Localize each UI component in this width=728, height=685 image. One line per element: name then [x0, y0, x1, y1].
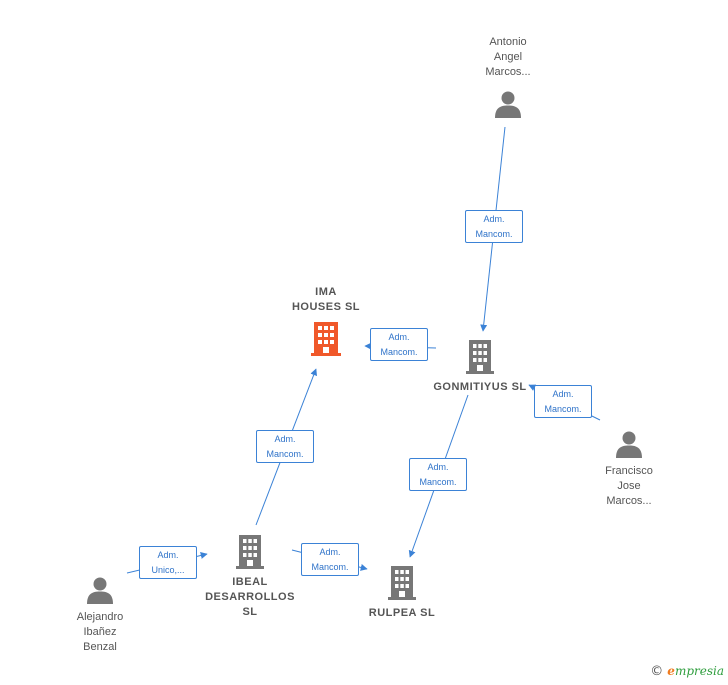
person-icon: [495, 91, 521, 118]
building-icon: [466, 340, 494, 374]
edge-label-antonio-gonmitiyus[interactable]: Adm. Mancom.: [465, 210, 523, 243]
node-gonmitiyus-label: GONMITIYUS SL: [433, 381, 527, 393]
brand-name: mpresia: [674, 664, 724, 678]
edge-label-gonmitiyus-ima[interactable]: Adm. Mancom.: [370, 328, 428, 361]
node-francisco-label: Francisco Jose Marcos...: [605, 465, 653, 507]
edge-label-alejandro-ibeal[interactable]: Adm. Unico,...: [139, 546, 197, 579]
node-ima-label: IMA HOUSES SL: [291, 286, 361, 313]
edge-label-francisco-gonmitiyus[interactable]: Adm. Mancom.: [534, 385, 592, 418]
node-antonio-label: Antonio Angel Marcos...: [485, 36, 531, 78]
edge-label-ibeal-ima[interactable]: Adm. Mancom.: [256, 430, 314, 463]
brand-initial: e: [667, 664, 675, 678]
building-icon: [388, 566, 416, 600]
building-icon: [236, 535, 264, 569]
node-ibeal-label: IBEAL DESARROLLOS SL: [205, 576, 295, 618]
node-rulpea-label: RULPEA SL: [368, 607, 436, 619]
node-alejandro-label: Alejandro Ibañez Benzal: [76, 611, 124, 653]
copyright-icon: ©: [650, 664, 664, 679]
building-icon: [311, 322, 341, 356]
person-icon: [616, 431, 642, 458]
edge-label-ibeal-rulpea[interactable]: Adm. Mancom.: [301, 543, 359, 576]
empresia-logo[interactable]: ©empresia: [650, 664, 724, 679]
edge-label-gonmitiyus-rulpea[interactable]: Adm. Mancom.: [409, 458, 467, 491]
person-icon: [87, 577, 113, 604]
